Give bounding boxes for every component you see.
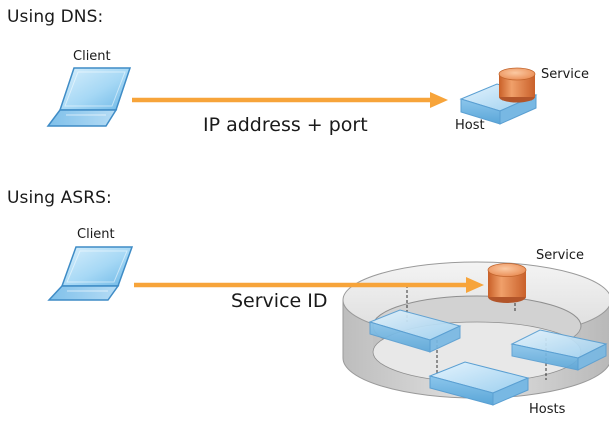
dns-request-arrow [132,92,448,108]
client-laptop-icon [46,67,132,127]
host-box-icon [510,329,608,371]
host-box-icon [368,309,462,353]
asrs-arrow-label: Service ID [231,290,328,312]
asrs-client-label: Client [77,227,115,242]
asrs-hosts-label: Hosts [529,402,566,417]
service-database-icon [487,263,527,303]
dns-host-label: Host [455,118,485,133]
dns-section-title: Using DNS: [7,7,104,27]
host-box-icon [428,361,530,406]
asrs-section-title: Using ASRS: [7,188,112,208]
service-database-icon [498,67,536,103]
dns-arrow-label: IP address + port [203,114,368,136]
dns-service-label: Service [541,67,590,82]
asrs-service-label: Service [536,248,585,263]
dns-client-label: Client [73,49,111,64]
client-laptop-icon [47,246,134,301]
asrs-request-arrow [134,277,484,293]
